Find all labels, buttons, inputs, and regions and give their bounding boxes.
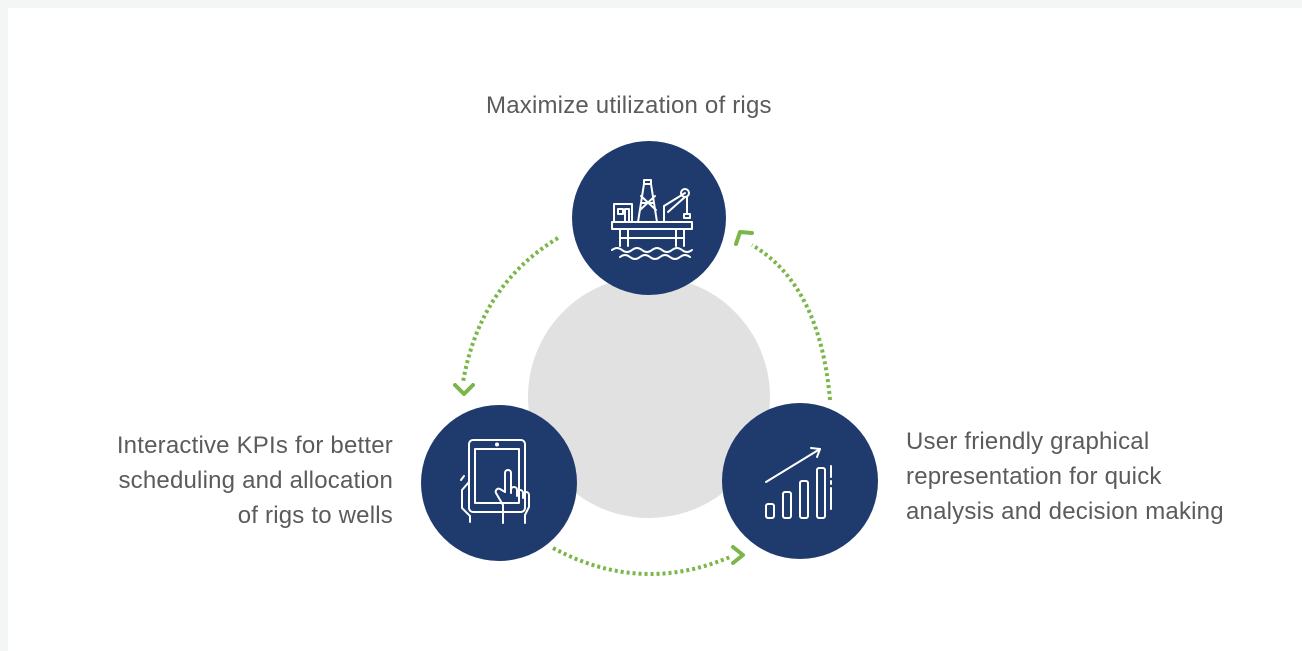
node-interactive-kpis: [421, 405, 577, 561]
cycle-arrows: [461, 236, 832, 576]
arrowhead-bottom: [731, 545, 745, 565]
label-line: Interactive KPIs for better: [116, 432, 393, 459]
arrow-right-to-top: [750, 243, 832, 401]
node-rig-utilization: [572, 141, 726, 295]
label-line: representation for quick: [906, 463, 1162, 490]
center-circle: [528, 276, 770, 518]
arrow-left-to-right: [552, 546, 731, 576]
arrowhead-left: [453, 383, 475, 396]
label-line: scheduling and allocation: [118, 467, 393, 494]
label-rig-utilization: Maximize utilization of rigs: [486, 88, 772, 123]
offshore-rig-icon: [611, 179, 693, 260]
tablet-touch-icon: [460, 439, 530, 524]
arrowheads: [453, 230, 754, 565]
label-graphical-representation: User friendly graphical representation f…: [906, 424, 1286, 529]
label-line: Maximize utilization of rigs: [486, 92, 772, 119]
arrowhead-top: [734, 230, 754, 246]
bar-chart-growth-icon: [765, 447, 832, 519]
label-line: of rigs to wells: [237, 502, 393, 529]
label-line: analysis and decision making: [906, 498, 1224, 525]
label-line: User friendly graphical: [906, 428, 1150, 455]
label-interactive-kpis: Interactive KPIs for better scheduling a…: [60, 428, 393, 533]
